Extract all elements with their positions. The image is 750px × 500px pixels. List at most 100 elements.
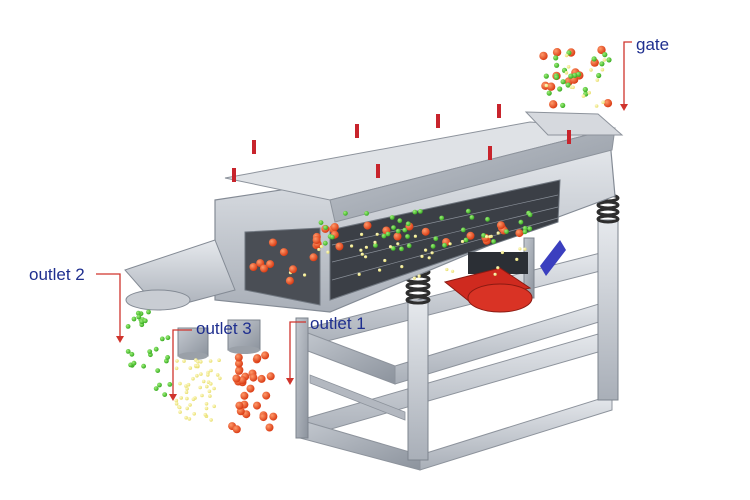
fine-particle <box>188 366 193 370</box>
medium-particle <box>553 55 559 61</box>
fine-particle <box>430 251 434 255</box>
large-particle <box>279 248 288 257</box>
medium-particle <box>385 231 391 237</box>
outlet-3-label: outlet 3 <box>196 319 252 338</box>
fine-particle <box>396 242 400 246</box>
fine-particle <box>400 265 404 269</box>
fine-particle <box>319 244 323 249</box>
medium-particle <box>485 216 490 222</box>
medium-particle <box>157 382 162 388</box>
material-particles <box>125 45 613 434</box>
medium-particle <box>136 314 142 320</box>
fine-particle <box>360 232 364 236</box>
fine-particle <box>192 412 196 416</box>
medium-particle <box>465 208 471 214</box>
fine-particle <box>218 376 222 381</box>
large-particle <box>238 376 247 385</box>
medium-particle <box>591 56 597 62</box>
large-particle <box>235 359 243 368</box>
medium-particle <box>406 243 412 249</box>
medium-particle <box>418 209 423 214</box>
medium-particle <box>522 225 528 231</box>
large-particle <box>393 232 402 241</box>
large-particle <box>421 227 430 236</box>
fine-particle <box>182 359 186 363</box>
fine-particle <box>544 83 549 88</box>
fine-particle <box>566 65 571 69</box>
medium-particle <box>399 246 404 252</box>
large-particle <box>266 260 275 269</box>
gate-leader-line <box>623 41 632 104</box>
large-particle <box>285 276 294 285</box>
medium-particle <box>527 226 533 232</box>
fine-particle <box>350 244 354 248</box>
fine-particle <box>215 373 220 377</box>
medium-particle <box>543 73 549 79</box>
fine-particle <box>174 366 179 371</box>
fine-particle <box>196 363 200 368</box>
fine-particle <box>378 268 382 272</box>
outlet-1-label: outlet 1 <box>310 314 366 333</box>
large-particle <box>363 221 372 230</box>
medium-particle <box>395 228 401 234</box>
large-particle <box>289 265 297 274</box>
large-particle <box>235 401 244 410</box>
medium-particle <box>560 102 566 108</box>
fine-particle <box>206 373 210 377</box>
large-particle <box>265 423 274 432</box>
medium-particle <box>146 309 151 315</box>
large-particle <box>232 374 241 383</box>
medium-particle <box>323 225 328 231</box>
medium-particle <box>518 219 524 225</box>
outlet-1-leader-line <box>289 321 306 378</box>
large-particle <box>496 221 505 230</box>
fine-particle <box>303 273 307 277</box>
fine-particle <box>364 245 368 249</box>
large-particle <box>260 264 268 273</box>
fine-particle <box>326 250 330 254</box>
leader-lines <box>96 41 632 394</box>
fine-particle <box>564 53 569 58</box>
fine-particle <box>209 418 213 422</box>
fine-particle <box>174 401 179 406</box>
medium-particle <box>553 74 560 80</box>
medium-particle <box>439 215 445 221</box>
medium-particle <box>557 86 563 92</box>
medium-particle <box>430 243 436 249</box>
fine-particle <box>488 235 492 239</box>
fine-particle <box>375 232 379 236</box>
medium-particle <box>599 61 605 67</box>
fine-particle <box>373 240 377 244</box>
fine-particle <box>412 276 416 280</box>
large-particle <box>552 48 562 57</box>
medium-particle <box>343 210 348 216</box>
fine-particle <box>212 386 216 391</box>
fine-particle <box>185 396 189 401</box>
medium-particle <box>153 346 159 352</box>
fine-particle <box>594 104 599 108</box>
fine-particle <box>383 258 387 263</box>
large-particle <box>309 253 318 262</box>
fine-particle <box>420 254 424 258</box>
medium-particle <box>442 242 447 248</box>
fine-particle <box>199 360 203 364</box>
medium-particle <box>397 218 403 224</box>
fine-particle <box>203 412 208 417</box>
fine-particle <box>417 274 421 278</box>
fine-particle <box>424 248 428 252</box>
medium-particle <box>165 335 171 341</box>
fine-particle <box>178 410 182 414</box>
outlet-2-leader-line <box>96 273 121 336</box>
fine-particle <box>175 359 179 363</box>
leader-arrowheads <box>116 104 628 401</box>
fine-particle <box>195 373 199 378</box>
large-particle <box>253 401 261 410</box>
gate-label: gate <box>636 35 670 54</box>
medium-particle <box>155 368 161 373</box>
medium-particle <box>596 72 602 79</box>
large-particle <box>335 242 344 251</box>
large-particle <box>232 425 241 434</box>
large-particle <box>466 231 475 240</box>
fine-particle <box>571 85 575 90</box>
